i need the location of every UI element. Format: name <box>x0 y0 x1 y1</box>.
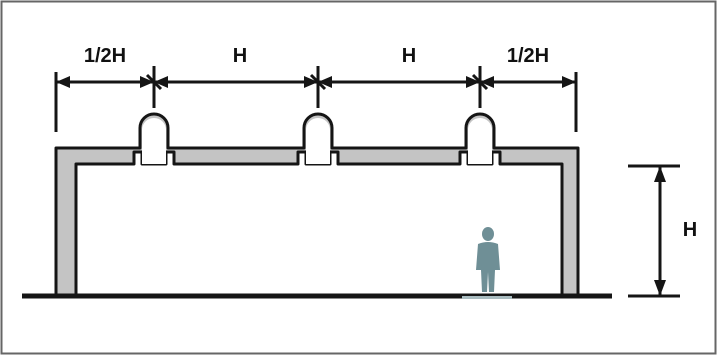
skylight-left <box>142 118 166 164</box>
skylight-middle <box>306 118 330 164</box>
height-dimension <box>628 164 680 298</box>
top-dimension-arrows <box>56 76 576 88</box>
skylights <box>142 118 492 164</box>
person-figure <box>462 227 512 299</box>
dimension-label-h-left: H <box>233 45 247 67</box>
height-dimension-arrows <box>654 166 666 296</box>
dimension-label-height: H <box>683 219 697 241</box>
skylight-right <box>468 118 492 164</box>
dimension-label-h-right: H <box>402 45 416 67</box>
dimension-label-half-right: 1/2H <box>507 45 549 67</box>
dimension-label-half-left: 1/2H <box>84 45 126 67</box>
dimension-ticks <box>145 73 489 91</box>
